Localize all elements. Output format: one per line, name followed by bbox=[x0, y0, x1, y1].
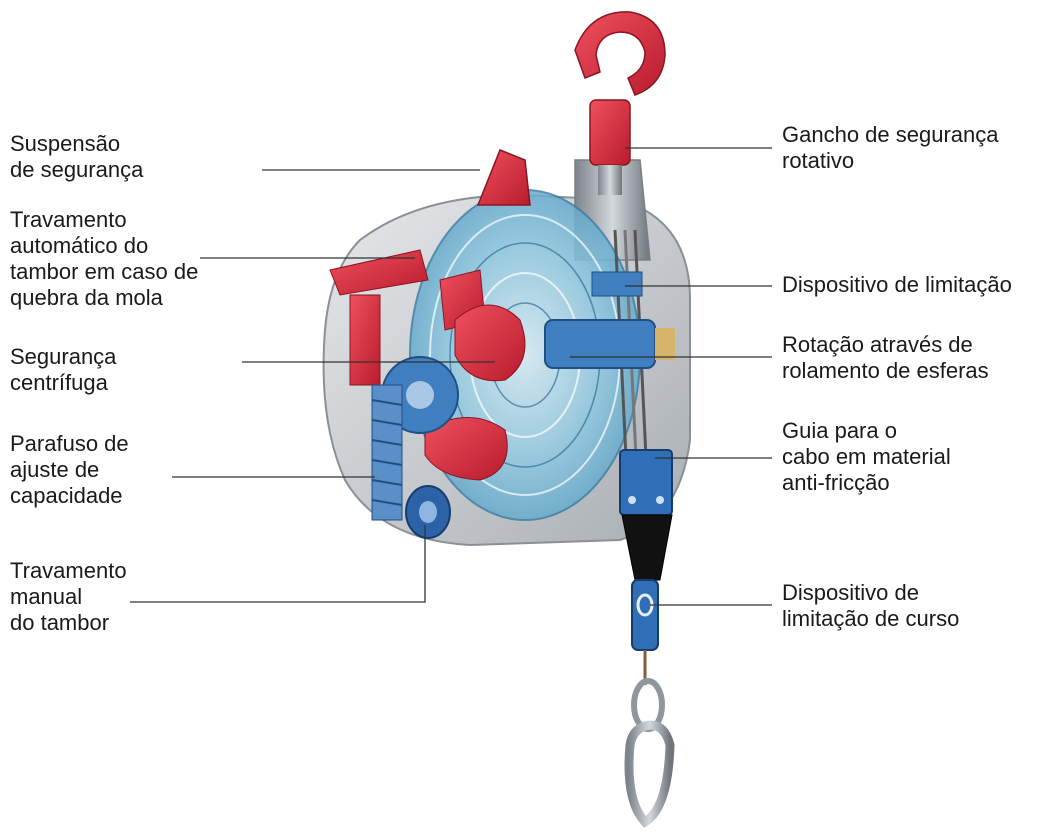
snap-hook bbox=[624, 650, 675, 828]
label-seguranca-centrifuga: Segurança centrífuga bbox=[10, 344, 117, 395]
label-travamento-automatico: Travamento automático do tambor em caso … bbox=[10, 207, 199, 310]
label-parafuso-ajuste: Parafuso de ajuste de capacidade bbox=[10, 431, 129, 508]
automatic-lock-parts bbox=[329, 249, 486, 386]
label-limitacao-curso: Dispositivo de limitação de curso bbox=[782, 580, 960, 631]
label-suspensao: Suspensão de segurança bbox=[10, 131, 144, 182]
ball-bearing bbox=[544, 271, 675, 369]
manual-drum-lock bbox=[405, 485, 451, 539]
leader-lines bbox=[130, 147, 772, 606]
label-guia-cabo: Guia para o cabo em material anti-fricçã… bbox=[782, 418, 951, 495]
label-travamento-manual: Travamento manual do tambor bbox=[10, 558, 127, 635]
capacity-adjust-screw bbox=[371, 356, 459, 521]
travel-limit-device bbox=[631, 579, 659, 651]
rubber-stop bbox=[621, 514, 673, 581]
leader-travamento-manual bbox=[130, 525, 426, 603]
suspension-bracket bbox=[476, 149, 531, 206]
label-rotacao: Rotação através de rolamento de esferas bbox=[782, 332, 989, 383]
safety-hook bbox=[574, 11, 666, 195]
label-dispositivo-limitacao: Dispositivo de limitação bbox=[782, 272, 1012, 297]
label-gancho: Gancho de segurança rotativo bbox=[782, 122, 999, 173]
cable-guide bbox=[619, 449, 673, 516]
